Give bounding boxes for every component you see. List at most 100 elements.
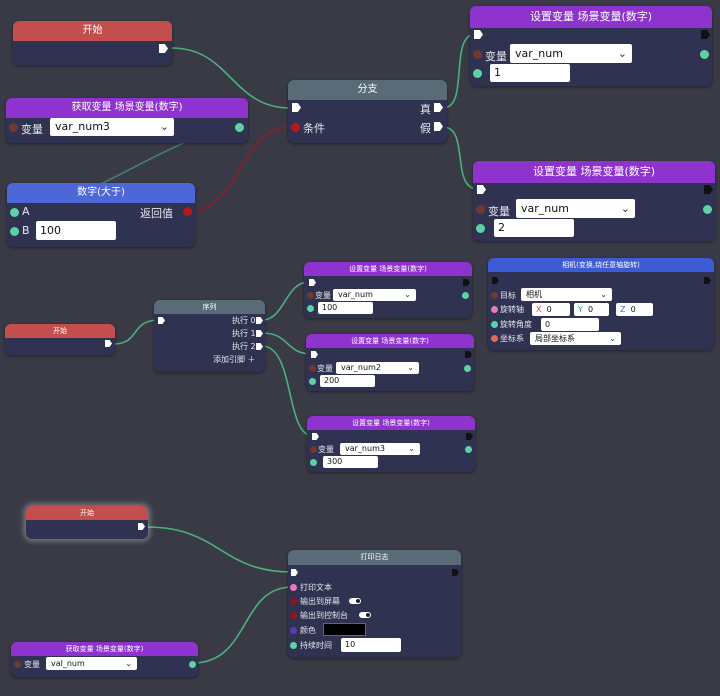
value-in-pin[interactable] xyxy=(309,378,316,385)
sequence-node[interactable]: 序列 执行 0 执行 1 执行 2 添加引脚 ＋ xyxy=(154,300,265,372)
set-variable-node[interactable]: 设置变量 场景变量(数字) 变量 var_num2⌄ 200 xyxy=(306,334,474,391)
get-variable-node[interactable]: 获取变量 场景变量(数字) 变量 var_num3⌄ xyxy=(6,98,248,143)
duration-in-pin[interactable] xyxy=(290,642,297,649)
exec-in-pin[interactable] xyxy=(309,279,316,286)
set-variable-node[interactable]: 设置变量 场景变量(数字) 变量 var_num⌄ 2 xyxy=(473,161,715,241)
var-in-pin[interactable] xyxy=(473,50,482,59)
exec-out-0-pin[interactable] xyxy=(256,317,263,324)
number-greater-node[interactable]: 数字(大于) A 返回值 B 100 xyxy=(7,183,195,247)
var-in-pin[interactable] xyxy=(14,661,21,668)
camera-rotate-node[interactable]: 相机(变换,绕任意轴旋转) 目标 相机⌄ 旋转轴 X 0 Y 0 Z 0 旋转角… xyxy=(488,258,714,350)
axis-z-input[interactable]: Z 0 xyxy=(616,303,653,316)
value-out-pin[interactable] xyxy=(462,292,469,299)
target-in-pin[interactable] xyxy=(491,292,498,299)
value-input[interactable]: 1 xyxy=(490,64,570,82)
print-log-node[interactable]: 打印日志 打印文本 输出到屏幕 输出到控制台 颜色 持续时间 10 xyxy=(288,550,461,658)
value-in-pin[interactable] xyxy=(473,69,482,78)
node-title: 开始 xyxy=(26,506,148,520)
target-value: 相机 xyxy=(526,290,542,299)
var-select[interactable]: var_num3⌄ xyxy=(50,118,174,136)
condition-in-pin[interactable] xyxy=(291,123,300,132)
value-in-pin[interactable] xyxy=(307,305,314,312)
target-select[interactable]: 相机⌄ xyxy=(521,288,612,301)
start-node[interactable]: 开始 xyxy=(13,21,172,65)
exec-out-2-pin[interactable] xyxy=(256,343,263,350)
exec-in-pin[interactable] xyxy=(477,185,486,194)
exec-in-pin[interactable] xyxy=(291,569,298,576)
b-in-pin[interactable] xyxy=(10,227,19,236)
exec-in-pin[interactable] xyxy=(312,433,319,440)
set-variable-node[interactable]: 设置变量 场景变量(数字) 变量 var_num⌄ 100 xyxy=(304,262,472,318)
value-out-pin[interactable] xyxy=(465,446,472,453)
var-in-pin[interactable] xyxy=(310,446,317,453)
exec-in-pin[interactable] xyxy=(492,277,499,284)
var-in-pin[interactable] xyxy=(476,205,485,214)
angle-input[interactable]: 0 xyxy=(541,318,599,331)
exec-in-pin[interactable] xyxy=(158,317,165,324)
value-input[interactable]: 200 xyxy=(320,375,375,387)
exec-out-pin[interactable] xyxy=(466,433,473,440)
exec-out-pin[interactable] xyxy=(159,44,168,53)
start-node[interactable]: 开始 xyxy=(5,324,115,355)
exec-in-pin[interactable] xyxy=(474,30,483,39)
exec-out-1-pin[interactable] xyxy=(256,330,263,337)
exec-out-pin[interactable] xyxy=(138,523,145,530)
add-pin-button[interactable]: 添加引脚 ＋ xyxy=(213,355,256,364)
true-out-pin[interactable] xyxy=(434,103,443,112)
value-in-pin[interactable] xyxy=(476,224,485,233)
screen-toggle[interactable] xyxy=(349,598,361,604)
branch-node[interactable]: 分支 真 条件 假 xyxy=(288,80,447,143)
exec-out-pin[interactable] xyxy=(701,30,710,39)
false-out-pin[interactable] xyxy=(434,122,443,131)
angle-in-pin[interactable] xyxy=(491,321,498,328)
exec-out-pin[interactable] xyxy=(465,351,472,358)
console-in-pin[interactable] xyxy=(290,612,297,619)
b-input[interactable]: 100 xyxy=(36,221,116,240)
return-out-pin[interactable] xyxy=(183,207,192,216)
var-select[interactable]: var_num⌄ xyxy=(333,289,416,301)
axis-x-input[interactable]: X 0 xyxy=(532,303,570,316)
duration-input[interactable]: 10 xyxy=(341,638,401,652)
condition-label: 条件 xyxy=(303,122,325,135)
value-input[interactable]: 2 xyxy=(494,219,574,237)
var-in-pin[interactable] xyxy=(309,365,316,372)
exec-out-pin[interactable] xyxy=(463,279,470,286)
set-variable-node[interactable]: 设置变量 场景变量(数字) 变量 var_num⌄ 1 xyxy=(470,6,712,86)
a-in-pin[interactable] xyxy=(10,208,19,217)
axis-in-pin[interactable] xyxy=(491,306,498,313)
exec-out-pin[interactable] xyxy=(704,185,713,194)
screen-in-pin[interactable] xyxy=(290,598,297,605)
value-out-pin[interactable] xyxy=(703,205,712,214)
var-select[interactable]: var_num3⌄ xyxy=(340,443,420,455)
value-input[interactable]: 100 xyxy=(318,302,373,314)
start-node[interactable]: 开始 xyxy=(26,506,148,539)
var-in-pin[interactable] xyxy=(9,123,18,132)
value-input[interactable]: 300 xyxy=(323,456,378,468)
exec-in-pin[interactable] xyxy=(311,351,318,358)
color-swatch[interactable] xyxy=(323,623,366,636)
text-in-pin[interactable] xyxy=(290,584,297,591)
coord-select[interactable]: 局部坐标系⌄ xyxy=(530,332,621,345)
exec-out-pin[interactable] xyxy=(704,277,711,284)
node-title: 打印日志 xyxy=(288,550,461,565)
get-variable-node[interactable]: 获取变量 场景变量(数字) 变量 val_num⌄ xyxy=(11,642,198,677)
exec-in-pin[interactable] xyxy=(292,103,301,112)
exec-out-pin[interactable] xyxy=(452,569,459,576)
exec-out-pin[interactable] xyxy=(105,340,112,347)
color-in-pin[interactable] xyxy=(290,627,297,634)
var-in-pin[interactable] xyxy=(307,292,314,299)
value-out-pin[interactable] xyxy=(189,661,196,668)
var-select[interactable]: var_num⌄ xyxy=(510,44,632,63)
var-value: var_num xyxy=(521,202,569,215)
value-out-pin[interactable] xyxy=(700,50,709,59)
set-variable-node[interactable]: 设置变量 场景变量(数字) 变量 var_num3⌄ 300 xyxy=(307,416,475,472)
console-toggle[interactable] xyxy=(359,612,371,618)
var-select[interactable]: var_num⌄ xyxy=(516,199,635,218)
value-in-pin[interactable] xyxy=(310,459,317,466)
axis-y-input[interactable]: Y 0 xyxy=(574,303,609,316)
var-select[interactable]: var_num2⌄ xyxy=(336,362,419,374)
value-out-pin[interactable] xyxy=(235,123,244,132)
coord-in-pin[interactable] xyxy=(491,335,498,342)
var-select[interactable]: val_num⌄ xyxy=(46,657,137,670)
value-out-pin[interactable] xyxy=(464,365,471,372)
